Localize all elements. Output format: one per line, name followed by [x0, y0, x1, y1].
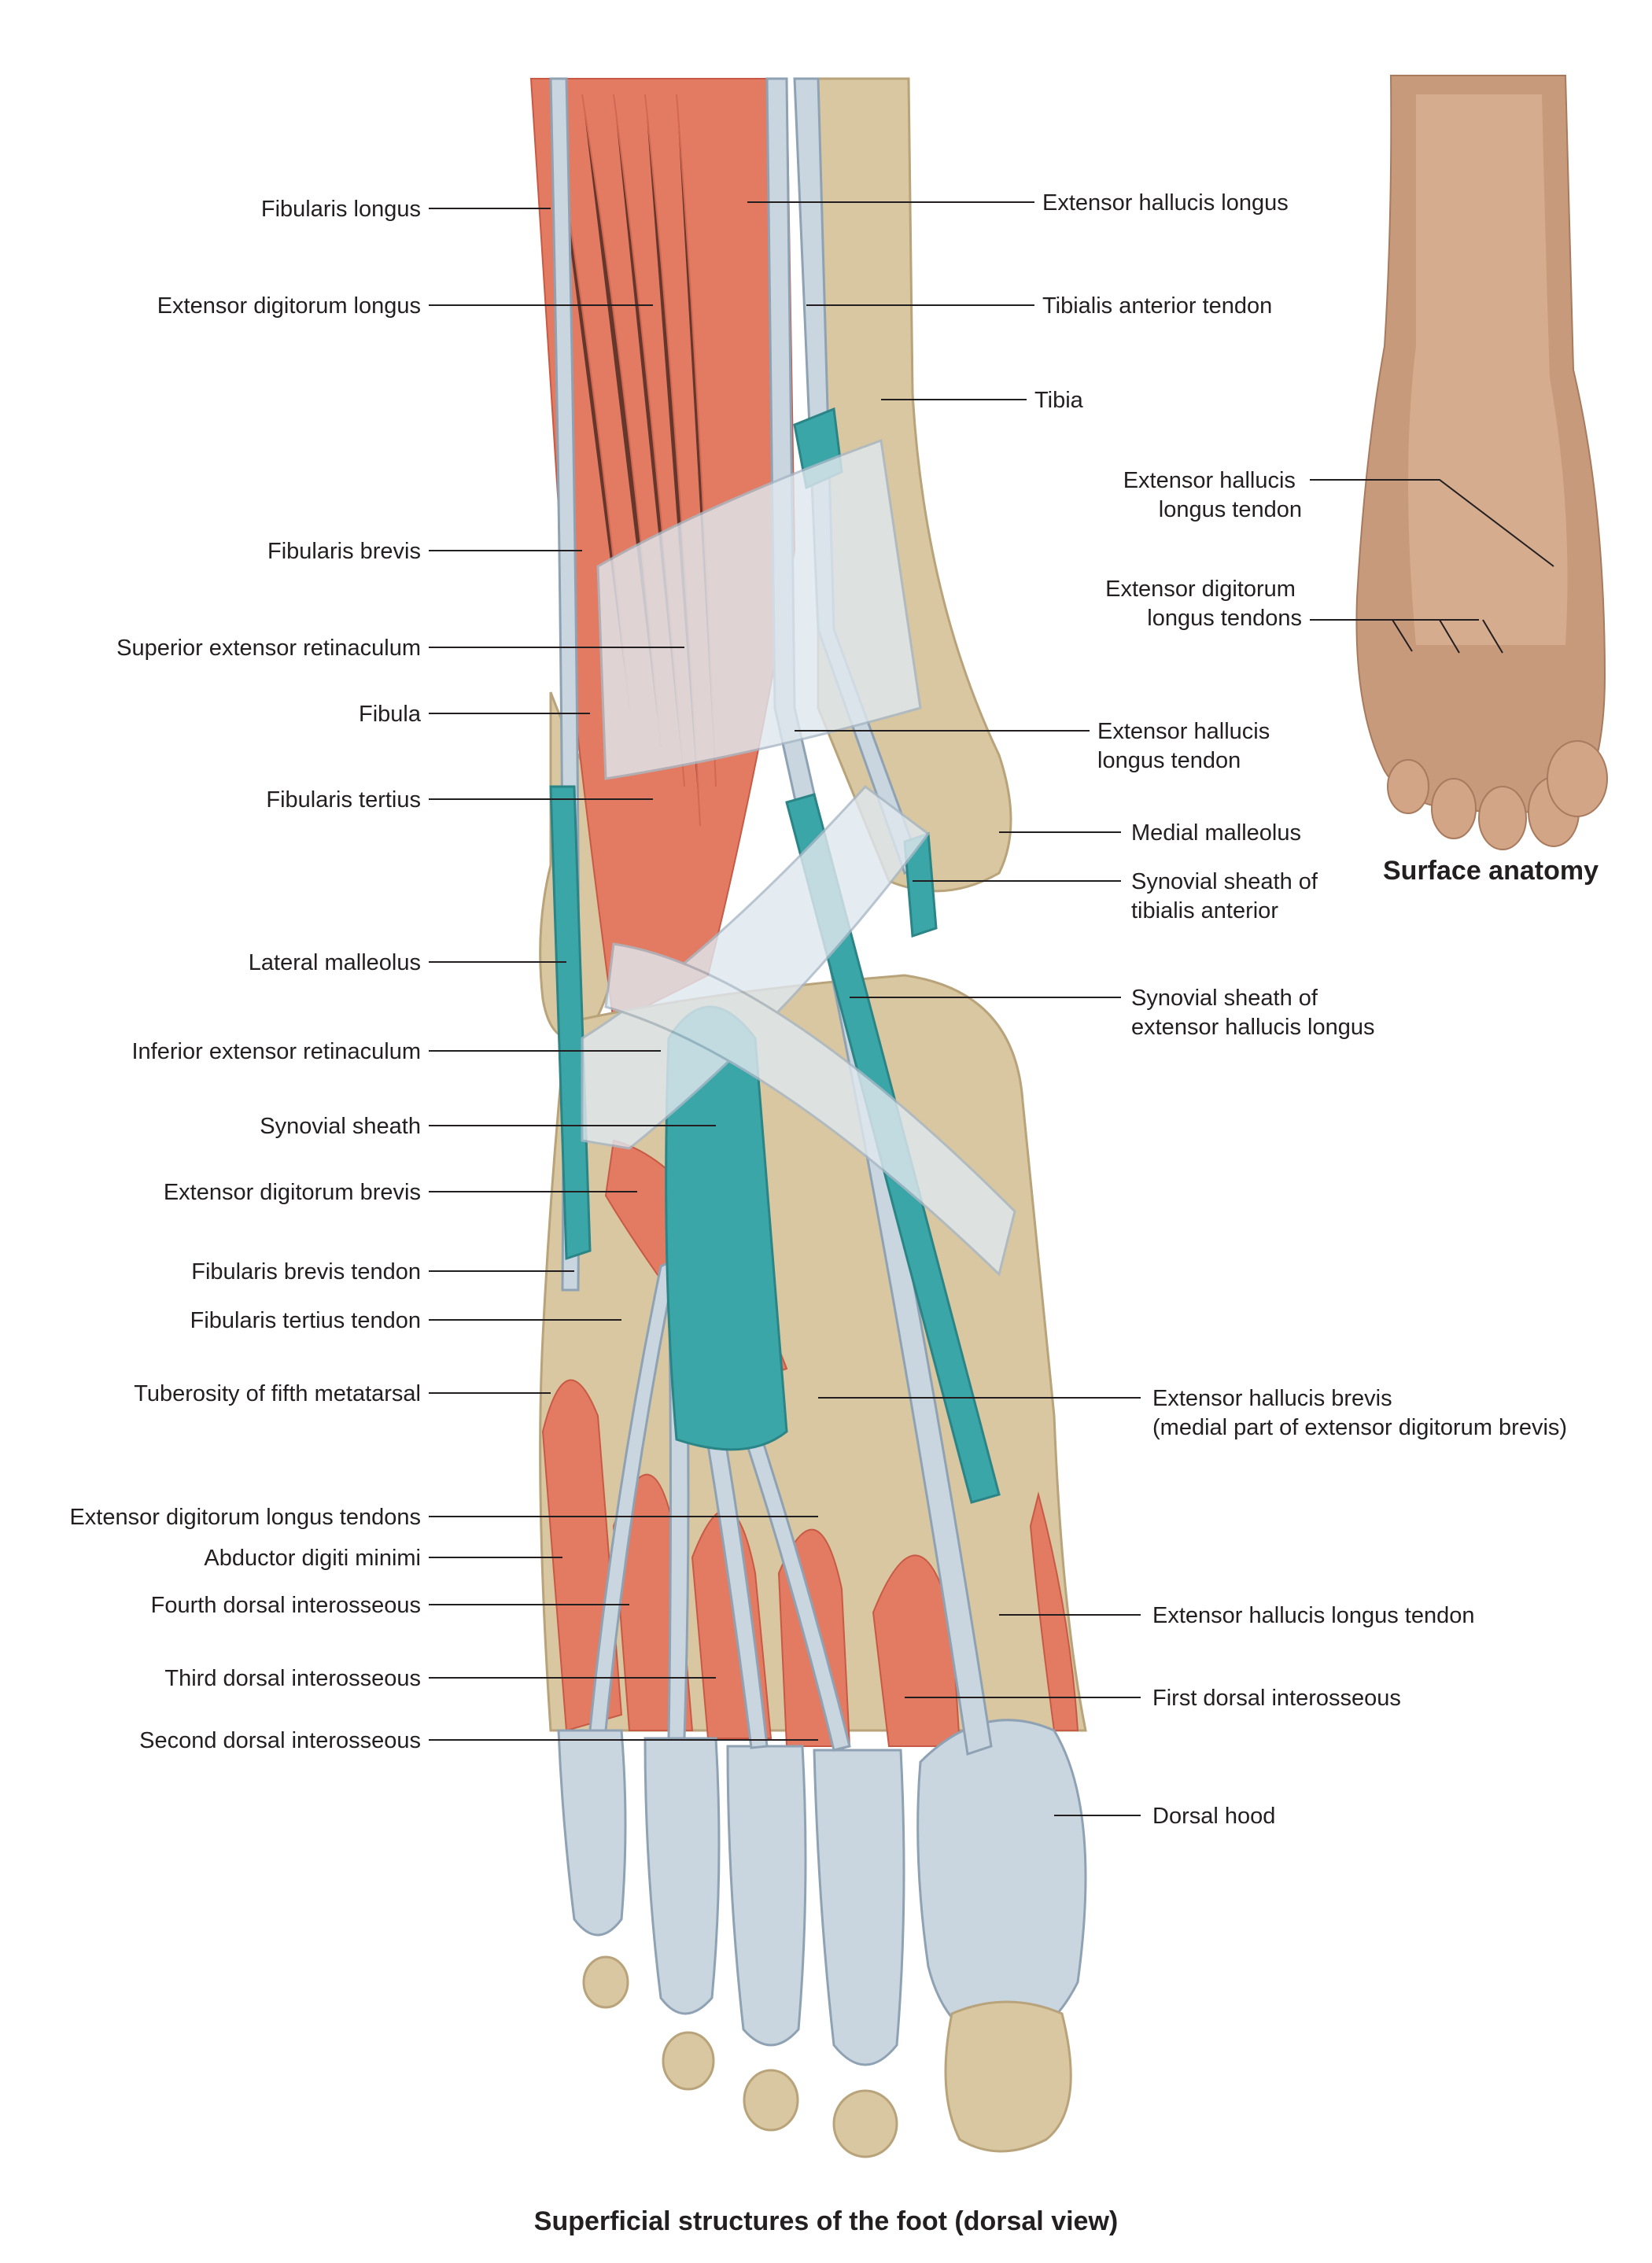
label-superior-extensor-retinaculum: Superior extensor retinaculum: [116, 636, 421, 661]
figure-caption: Superficial structures of the foot (dors…: [534, 2206, 1118, 2236]
label-tuberosity-fifth-metatarsal: Tuberosity of fifth metatarsal: [134, 1381, 421, 1406]
toes: [557, 1719, 1087, 2158]
right-leader-lines: [747, 201, 1141, 1816]
right-labels: Extensor hallucis longus Tibialis anteri…: [1034, 190, 1567, 1829]
edl-tendon-4: [588, 1256, 679, 1732]
label-tibia: Tibia: [1034, 388, 1084, 413]
label-tibialis-anterior-tendon: Tibialis anterior tendon: [1042, 293, 1272, 319]
label-fibularis-tertius-tendon: Fibularis tertius tendon: [190, 1308, 421, 1333]
inset-toe-1: [1547, 740, 1608, 817]
left-labels: Fibularis longus Extensor digitorum long…: [69, 197, 421, 1753]
inset-foot-highlight: [1408, 94, 1568, 645]
inset-label-ehl-line2: longus tendon: [1159, 497, 1302, 522]
label-inferior-extensor-retinaculum: Inferior extensor retinaculum: [132, 1039, 422, 1064]
label-ehl-tendon-upper-line2: longus tendon: [1097, 748, 1241, 773]
inset-label-ehl-line1: Extensor hallucis: [1123, 468, 1296, 493]
inset-toe-3: [1478, 786, 1527, 850]
label-fibularis-longus: Fibularis longus: [261, 197, 421, 222]
label-lateral-malleolus: Lateral malleolus: [249, 950, 421, 975]
label-fibula: Fibula: [359, 702, 422, 727]
inferior-extensor-retinaculum-band2: [604, 942, 1016, 1277]
label-extensor-hallucis-longus: Extensor hallucis longus: [1042, 190, 1289, 216]
toe-5: [557, 1729, 629, 2009]
superior-extensor-retinaculum: [596, 438, 922, 780]
retinacula: [581, 438, 1016, 1277]
inset-toe-5: [1387, 759, 1429, 814]
fibularis-tertius-sheath: [549, 785, 592, 1261]
toe-1-hallux: [916, 1719, 1087, 2153]
label-synovial-sheath-ehl: Synovial sheath of extensor hallucis lon…: [1131, 986, 1375, 1040]
label-medial-malleolus: Medial malleolus: [1131, 820, 1301, 846]
label-extensor-digitorum-brevis: Extensor digitorum brevis: [164, 1180, 421, 1205]
label-ssta-line1: Synovial sheath of: [1131, 869, 1318, 894]
toe-3: [726, 1745, 807, 2132]
inset-label-edl-line2: longus tendons: [1147, 606, 1302, 631]
label-fibularis-tertius: Fibularis tertius: [266, 787, 421, 813]
label-ssehl-line1: Synovial sheath of: [1131, 986, 1318, 1011]
label-extensor-digitorum-longus: Extensor digitorum longus: [157, 293, 421, 319]
inset-label-edl-tendons: Extensor digitorum longus tendons: [1105, 577, 1302, 631]
label-ehl-tendon-lower: Extensor hallucis longus tendon: [1152, 1603, 1474, 1628]
label-ehb-line2: (medial part of extensor digitorum brevi…: [1152, 1415, 1567, 1440]
label-abductor-digiti-minimi: Abductor digiti minimi: [204, 1546, 421, 1571]
left-leader-lines: [429, 208, 818, 1741]
label-edl-tendons: Extensor digitorum longus tendons: [69, 1505, 421, 1530]
label-first-dorsal-interosseous: First dorsal interosseous: [1152, 1686, 1401, 1711]
label-ssehl-line2: extensor hallucis longus: [1131, 1015, 1375, 1040]
inset-leader-lines: [1310, 479, 1554, 654]
inset-caption: Surface anatomy: [1383, 856, 1599, 886]
label-ehb-line1: Extensor hallucis brevis: [1152, 1386, 1392, 1411]
toe-4: [643, 1737, 721, 2091]
label-synovial-sheath: Synovial sheath: [260, 1114, 421, 1139]
label-extensor-hallucis-brevis: Extensor hallucis brevis (medial part of…: [1152, 1386, 1567, 1440]
inset-toe-4: [1431, 778, 1477, 839]
dorsal-foot-illustration: Fibularis longus Extensor digitorum long…: [69, 77, 1567, 2236]
label-ehl-tendon-upper-line1: Extensor hallucis: [1097, 719, 1270, 744]
inset-toes: [1387, 740, 1608, 850]
label-fibularis-brevis: Fibularis brevis: [267, 539, 421, 564]
label-dorsal-hood: Dorsal hood: [1152, 1804, 1275, 1829]
surface-anatomy-inset: Extensor hallucis longus tendon Extensor…: [1105, 75, 1608, 886]
inset-label-ehl-tendon: Extensor hallucis longus tendon: [1123, 468, 1302, 522]
label-synovial-sheath-tibialis-anterior: Synovial sheath of tibialis anterior: [1131, 869, 1324, 923]
label-ssta-line2: tibialis anterior: [1131, 898, 1278, 923]
toe-2: [813, 1749, 905, 2158]
label-fibularis-brevis-tendon: Fibularis brevis tendon: [191, 1259, 421, 1284]
label-second-dorsal-interosseous: Second dorsal interosseous: [139, 1728, 421, 1753]
inset-label-edl-line1: Extensor digitorum: [1105, 577, 1296, 602]
label-fourth-dorsal-interosseous: Fourth dorsal interosseous: [151, 1593, 421, 1618]
label-third-dorsal-interosseous: Third dorsal interosseous: [164, 1666, 421, 1691]
label-ehl-tendon-upper: Extensor hallucis longus tendon: [1097, 719, 1276, 773]
